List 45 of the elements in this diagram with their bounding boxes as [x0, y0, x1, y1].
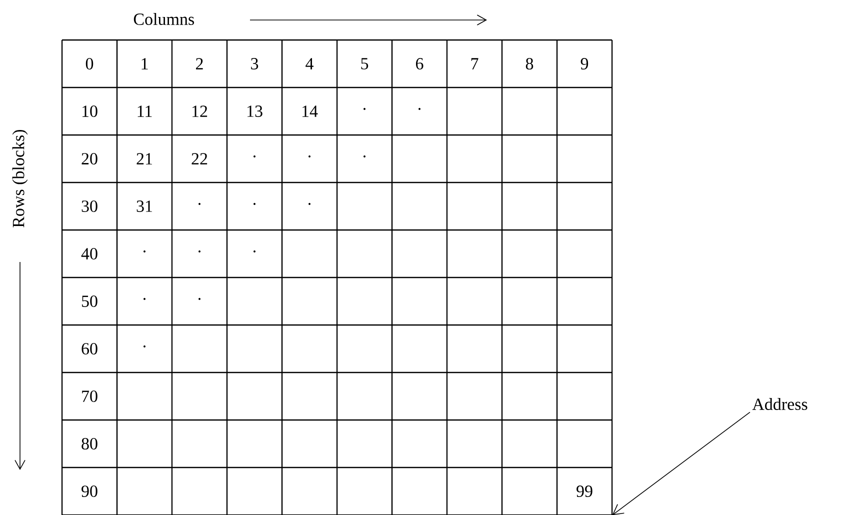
- cell-text: 80: [82, 438, 98, 450]
- cell-text: 13: [248, 106, 262, 117]
- cell-text: 70: [82, 390, 98, 402]
- cell-text: ·: [144, 298, 146, 300]
- cell-text: 5: [361, 58, 368, 70]
- cell-text: 9: [580, 58, 588, 70]
- cell-text: 31: [136, 200, 152, 212]
- cell-text: 7: [471, 58, 478, 70]
- cell-text: ·: [364, 155, 366, 158]
- cell-text: ·: [308, 202, 311, 205]
- cell-text: 90: [82, 486, 98, 497]
- leader-arrow: [612, 412, 750, 515]
- cell-text: 10: [82, 106, 98, 117]
- cell-text: 99: [576, 486, 592, 497]
- axis-label: Rows (blocks): [12, 130, 28, 228]
- cell-text: ·: [308, 155, 311, 158]
- cell-text: 22: [192, 153, 208, 164]
- cell-text: 40: [81, 248, 98, 260]
- cell-text: ·: [418, 108, 421, 110]
- cell-text: 8: [526, 58, 534, 70]
- cell-text: 60: [82, 343, 98, 354]
- cell-text: 0: [86, 58, 94, 70]
- cell-text: 12: [192, 106, 208, 117]
- cell-text: ·: [364, 108, 366, 110]
- cell-text: ·: [198, 298, 201, 300]
- cell-text: 6: [416, 58, 424, 70]
- cell-text: 20: [82, 153, 98, 164]
- cell-text: ·: [254, 250, 256, 252]
- cell-text: ·: [144, 345, 146, 348]
- cell-text: ·: [198, 250, 201, 252]
- cell-text: ·: [144, 250, 146, 252]
- cell-text: 21: [136, 153, 152, 164]
- cell-text: 11: [138, 106, 152, 117]
- cell-text: 50: [82, 296, 98, 307]
- cell-text: 30: [82, 200, 98, 212]
- cell-text: ·: [254, 155, 256, 158]
- cell-text: ·: [254, 202, 256, 205]
- cell-text: 4: [306, 58, 314, 70]
- cell-text: 14: [302, 106, 318, 117]
- axis-label: Columns: [134, 13, 194, 25]
- address-label: Address: [752, 398, 808, 410]
- cell-text: 3: [251, 58, 258, 70]
- cell-text: 2: [196, 58, 203, 70]
- cell-text: ·: [198, 202, 201, 205]
- cell-text: 1: [142, 58, 148, 70]
